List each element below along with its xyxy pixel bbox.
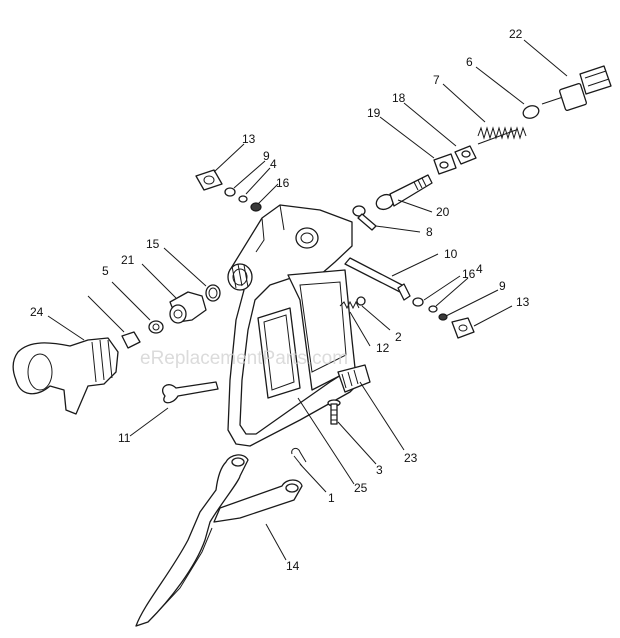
leader-unlabeled: [87, 295, 125, 333]
callout-5: 5: [102, 264, 109, 278]
leader-16b: [423, 275, 461, 301]
watermark: eReplacementParts.com: [140, 348, 348, 369]
part-5-seat: [148, 320, 164, 334]
part-9-o-ring-top: [224, 187, 236, 197]
leader-7: [442, 83, 486, 123]
part-3-screw: [327, 399, 341, 425]
callout-24: 24: [30, 305, 44, 319]
callout-25: 25: [354, 481, 368, 495]
part-23-gun-body: [227, 204, 371, 447]
callout-13-top: 13: [242, 132, 256, 146]
part-13-cap-top: [195, 169, 223, 191]
callout-4-right: 4: [476, 262, 483, 276]
callout-10: 10: [444, 247, 458, 261]
callout-11: 11: [118, 431, 131, 445]
leader-3: [337, 421, 377, 465]
tip-small-part: [121, 331, 141, 349]
callout-8: 8: [426, 225, 433, 239]
leader-19: [379, 116, 435, 159]
leader-8: [375, 225, 421, 233]
part-10-trigger-pin: [344, 257, 411, 301]
leader-9a: [233, 160, 266, 189]
leader-12: [349, 311, 371, 347]
leader-23: [359, 381, 405, 451]
leader-22: [523, 39, 568, 77]
callout-23: 23: [404, 451, 418, 465]
callout-6: 6: [466, 55, 473, 69]
leader-10: [391, 253, 439, 277]
callout-12: 12: [376, 341, 390, 355]
callout-19: 19: [367, 106, 381, 120]
part-18-nut: [454, 145, 477, 165]
part-9-o-ring-right: [438, 313, 448, 321]
callout-3: 3: [376, 463, 383, 477]
leader-2: [361, 305, 391, 331]
leader-4a: [245, 167, 271, 195]
callout-1: 1: [328, 491, 335, 505]
callout-15: 15: [146, 237, 160, 251]
part-20-valve-stem: [375, 174, 433, 211]
part-13-cap-right: [451, 317, 475, 339]
part-19-sleeve: [433, 153, 457, 175]
leader-16a: [257, 183, 279, 205]
part-4-washer-top: [238, 195, 248, 203]
part-6-washer: [522, 105, 540, 119]
leader-21: [141, 263, 177, 299]
callout-7: 7: [433, 73, 440, 87]
part-14-trigger: [135, 454, 303, 627]
leader-13a: [213, 143, 245, 173]
leader-4b: [435, 277, 469, 307]
callout-14: 14: [286, 559, 300, 573]
leader-14: [265, 523, 287, 561]
part-24-tip-guard: [12, 337, 119, 415]
leader-13b: [473, 305, 513, 327]
leader-25: [297, 397, 355, 485]
part-1-cotter-pin: [291, 447, 307, 467]
callout-4-top: 4: [270, 157, 277, 171]
part-16-seal-top: [250, 202, 262, 212]
leader-5: [111, 281, 151, 321]
callout-9-top: 9: [263, 149, 270, 163]
callout-2: 2: [395, 330, 402, 344]
leader-24: [47, 315, 85, 341]
leader-18: [403, 102, 457, 147]
callout-22: 22: [509, 27, 523, 41]
part-12-spring: [339, 300, 360, 310]
part-2-ball: [356, 296, 366, 306]
part-11-key: [162, 381, 219, 404]
callout-21: 21: [121, 253, 135, 267]
leader-20: [397, 199, 433, 213]
leader-9b: [445, 289, 499, 317]
leader-15: [163, 247, 207, 287]
callout-16-top: 16: [276, 176, 290, 190]
callout-13-right: 13: [516, 295, 530, 309]
callout-9-right: 9: [499, 279, 506, 293]
leader-6: [475, 66, 525, 105]
part-15-gasket: [205, 284, 221, 302]
part-21-diffuser: [169, 291, 207, 324]
callout-labels: 22 6 7 18 19 13 9 4 16 20 8 10 15 21 5 2…: [30, 27, 530, 573]
leader-1: [299, 463, 327, 493]
part-22-valve-housing: [541, 65, 612, 111]
part-25-filter: [257, 307, 301, 399]
callout-20: 20: [436, 205, 450, 219]
leader-11: [129, 407, 169, 437]
callout-16-right: 16: [462, 267, 476, 281]
part-16-seal-right: [412, 297, 424, 307]
part-8-pin: [352, 205, 377, 231]
part-7-spring: [477, 126, 527, 145]
callout-18: 18: [392, 91, 406, 105]
part-4-washer-right: [428, 305, 438, 313]
leader-lines: [47, 39, 568, 561]
